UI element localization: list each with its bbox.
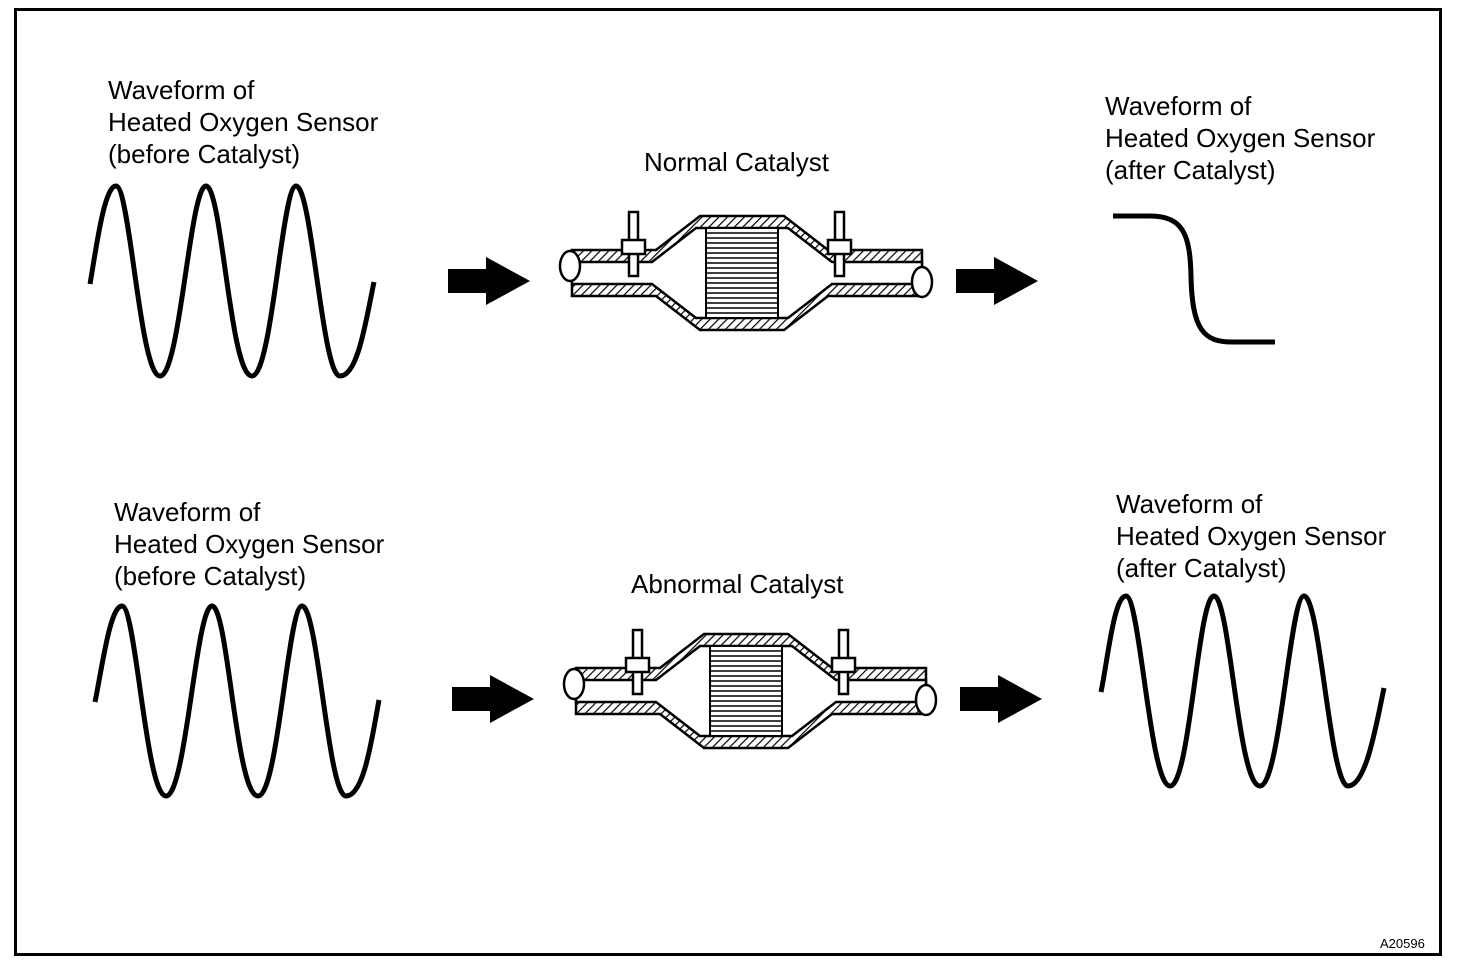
arrow-icon (452, 675, 534, 723)
before-waveform-row2 (92, 603, 382, 799)
arrow-icon (956, 257, 1038, 305)
figure-code: A20596 (1380, 936, 1425, 951)
row1-before-label: Waveform of Heated Oxygen Sensor (before… (108, 75, 379, 169)
normal-catalyst-label: Normal Catalyst (644, 147, 829, 177)
abnormal-catalyst-diagram (562, 628, 938, 750)
arrow-icon (960, 675, 1042, 723)
row2-after-label: Waveform of Heated Oxygen Sensor (after … (1116, 489, 1387, 583)
after-waveform-row1 (1113, 213, 1275, 345)
normal-catalyst-diagram (558, 210, 934, 332)
row1-after-label: Waveform of Heated Oxygen Sensor (after … (1105, 91, 1376, 185)
before-waveform-row1 (87, 183, 377, 379)
diagram-frame (14, 8, 1442, 956)
after-waveform-row2 (1098, 593, 1387, 789)
row2-before-label: Waveform of Heated Oxygen Sensor (before… (114, 497, 385, 591)
abnormal-catalyst-label: Abnormal Catalyst (631, 569, 844, 599)
arrow-icon (448, 257, 530, 305)
